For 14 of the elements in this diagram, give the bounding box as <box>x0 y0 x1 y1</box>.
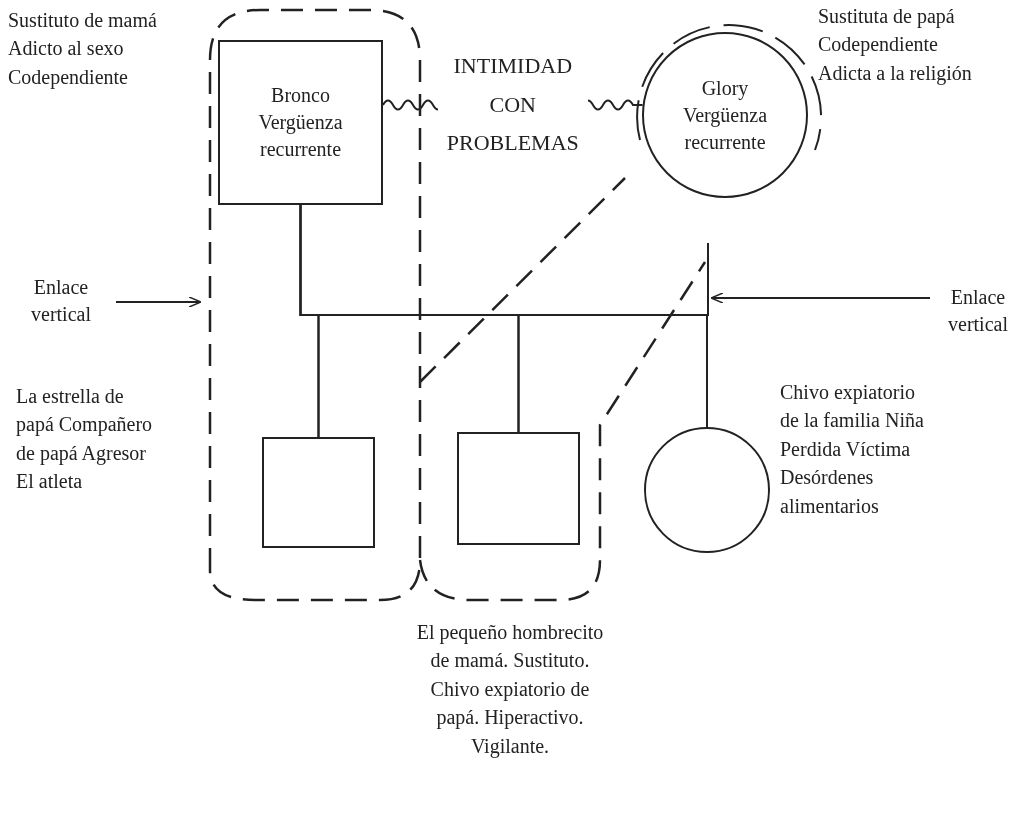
person-square <box>457 432 580 545</box>
caption-text: La estrella de papá Compañero de papá Agresor El atleta <box>16 384 154 495</box>
node-text: Enlace vertical <box>6 270 116 332</box>
caption-text: Sustituto de mamá Adicto al sexo Codependiente <box>8 8 158 91</box>
node-text: Enlace vertical <box>930 280 1026 342</box>
family-line <box>706 242 709 428</box>
caption-text: Sustituta de papá Codependiente Adicta a la religión <box>818 4 973 87</box>
caption-text: Chivo expiatorio de la familia Niña Perdida Víctima Desórdenes alimentarios <box>780 380 925 519</box>
caption-text: El pequeño hombrecito de mamá. Sustituto. Chivo expiatorio de papá. Hiperactivo. Vigilante. <box>415 620 605 760</box>
person-square <box>262 437 375 548</box>
leader-arrow <box>710 292 931 304</box>
person-square: Bronco Vergüenza recurrente <box>218 40 383 205</box>
leader-arrow <box>115 296 202 308</box>
person-circle: Glory Vergüenza recurrente <box>642 32 808 198</box>
